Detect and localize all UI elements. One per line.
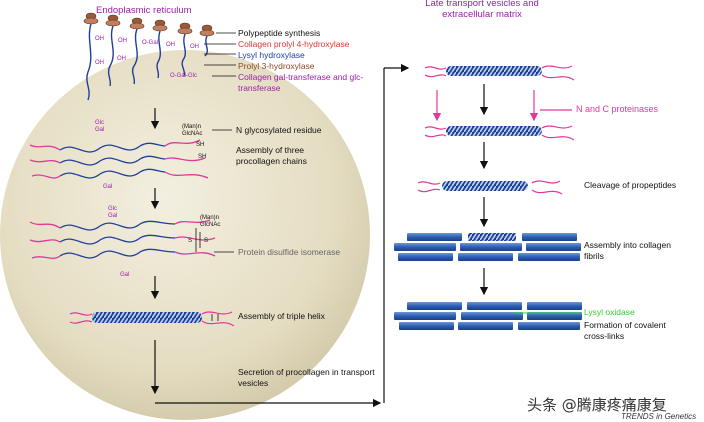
glc-label: Glc (108, 206, 117, 212)
oh-label: OH (117, 56, 126, 62)
label-triple-helix: Assembly of triple helix (238, 311, 325, 321)
man-glcnac-label: (Man)n GlcNAc (200, 215, 221, 228)
er-title: Endoplasmic reticulum (96, 5, 192, 16)
glc-label: Glc (95, 120, 104, 126)
oh-label: OH (95, 36, 104, 42)
secretion-path (150, 63, 410, 408)
o-gal-label: O-Gal (142, 40, 159, 46)
label-assembly-three-chains: Assembly of three procollagen chains (236, 145, 307, 166)
ecm-procollagen-cut (424, 125, 575, 141)
ribosome-icon (105, 14, 121, 27)
label-gal-glc-transferase: Collagen gal-transferase and glc-transfe… (238, 72, 364, 93)
sh-label: SH (198, 154, 207, 160)
gal-label: Gal (103, 184, 113, 190)
ribosome-icon (199, 24, 215, 37)
s-label: S (188, 238, 193, 244)
oh-label: OH (190, 44, 199, 50)
label-lysyl-oxidase: Lysyl oxidase (584, 307, 635, 317)
late-vesicles-title: Late transport vesicles and extracellula… (425, 0, 539, 20)
label-secretion: Secretion of procollagen in transport ve… (238, 367, 375, 388)
label-protein-disulfide-isomerase: Protein disulfide isomerase (238, 247, 341, 257)
label-prolyl-4-hydroxylase: Collagen prolyl 4-hydroxylase (238, 39, 350, 49)
label-assembly-fibrils: Assembly into collagen fibrils (584, 240, 671, 261)
ribosome-icon (129, 17, 145, 30)
ribosome-icon (152, 19, 168, 32)
proteinase-arrows (432, 90, 572, 122)
procollagen-chains-unassembled (29, 139, 209, 179)
procollagen-chains-disulfide (29, 219, 216, 259)
triple-helix-er (69, 311, 235, 327)
oh-label: OH (166, 42, 175, 48)
label-covalent-crosslinks: Formation of covalent cross-links (584, 320, 666, 341)
label-prolyl-3-hydroxylase: Prolyl 3-hydroxylase (238, 61, 315, 71)
ecm-procollagen (424, 65, 575, 81)
gal-label: Gal (120, 272, 130, 278)
ribosome-icon (83, 12, 99, 25)
ecm-collagen-cleaved (417, 180, 563, 195)
gal-label: Gal (108, 213, 118, 219)
label-n-glycosylated: N glycosylated residue (236, 125, 322, 135)
ribosomes (83, 12, 215, 37)
cell-body (0, 50, 370, 420)
watermark: 头条 @腾康疼痛康复 (527, 396, 667, 414)
label-cleavage-propeptides: Cleavage of propeptides (584, 180, 677, 190)
sh-label: SH (196, 142, 205, 148)
label-n-c-proteinases: N and C proteinases (576, 104, 659, 114)
journal-credit: TRENDS in Genetics (621, 412, 697, 421)
label-polypeptide-synthesis: Polypeptide synthesis (238, 28, 321, 38)
ribosome-icon (177, 22, 193, 35)
oh-label: OH (118, 38, 127, 44)
o-gal-glc-label: O-Gal-Glc (170, 73, 197, 79)
label-lysyl-hydroxylase: Lysyl hydroxylase (238, 50, 305, 60)
step-pointers (212, 129, 234, 253)
gal-label: Gal (95, 127, 105, 133)
crosslinked-fibrils (394, 302, 582, 330)
s-label: S (204, 238, 209, 244)
enzyme-pointers (204, 32, 236, 77)
oh-label: OH (95, 60, 104, 66)
collagen-fibrils (394, 233, 581, 261)
man-glcnac-label: (Man)n GlcNAc (182, 124, 203, 137)
nascent-chains (86, 23, 208, 101)
